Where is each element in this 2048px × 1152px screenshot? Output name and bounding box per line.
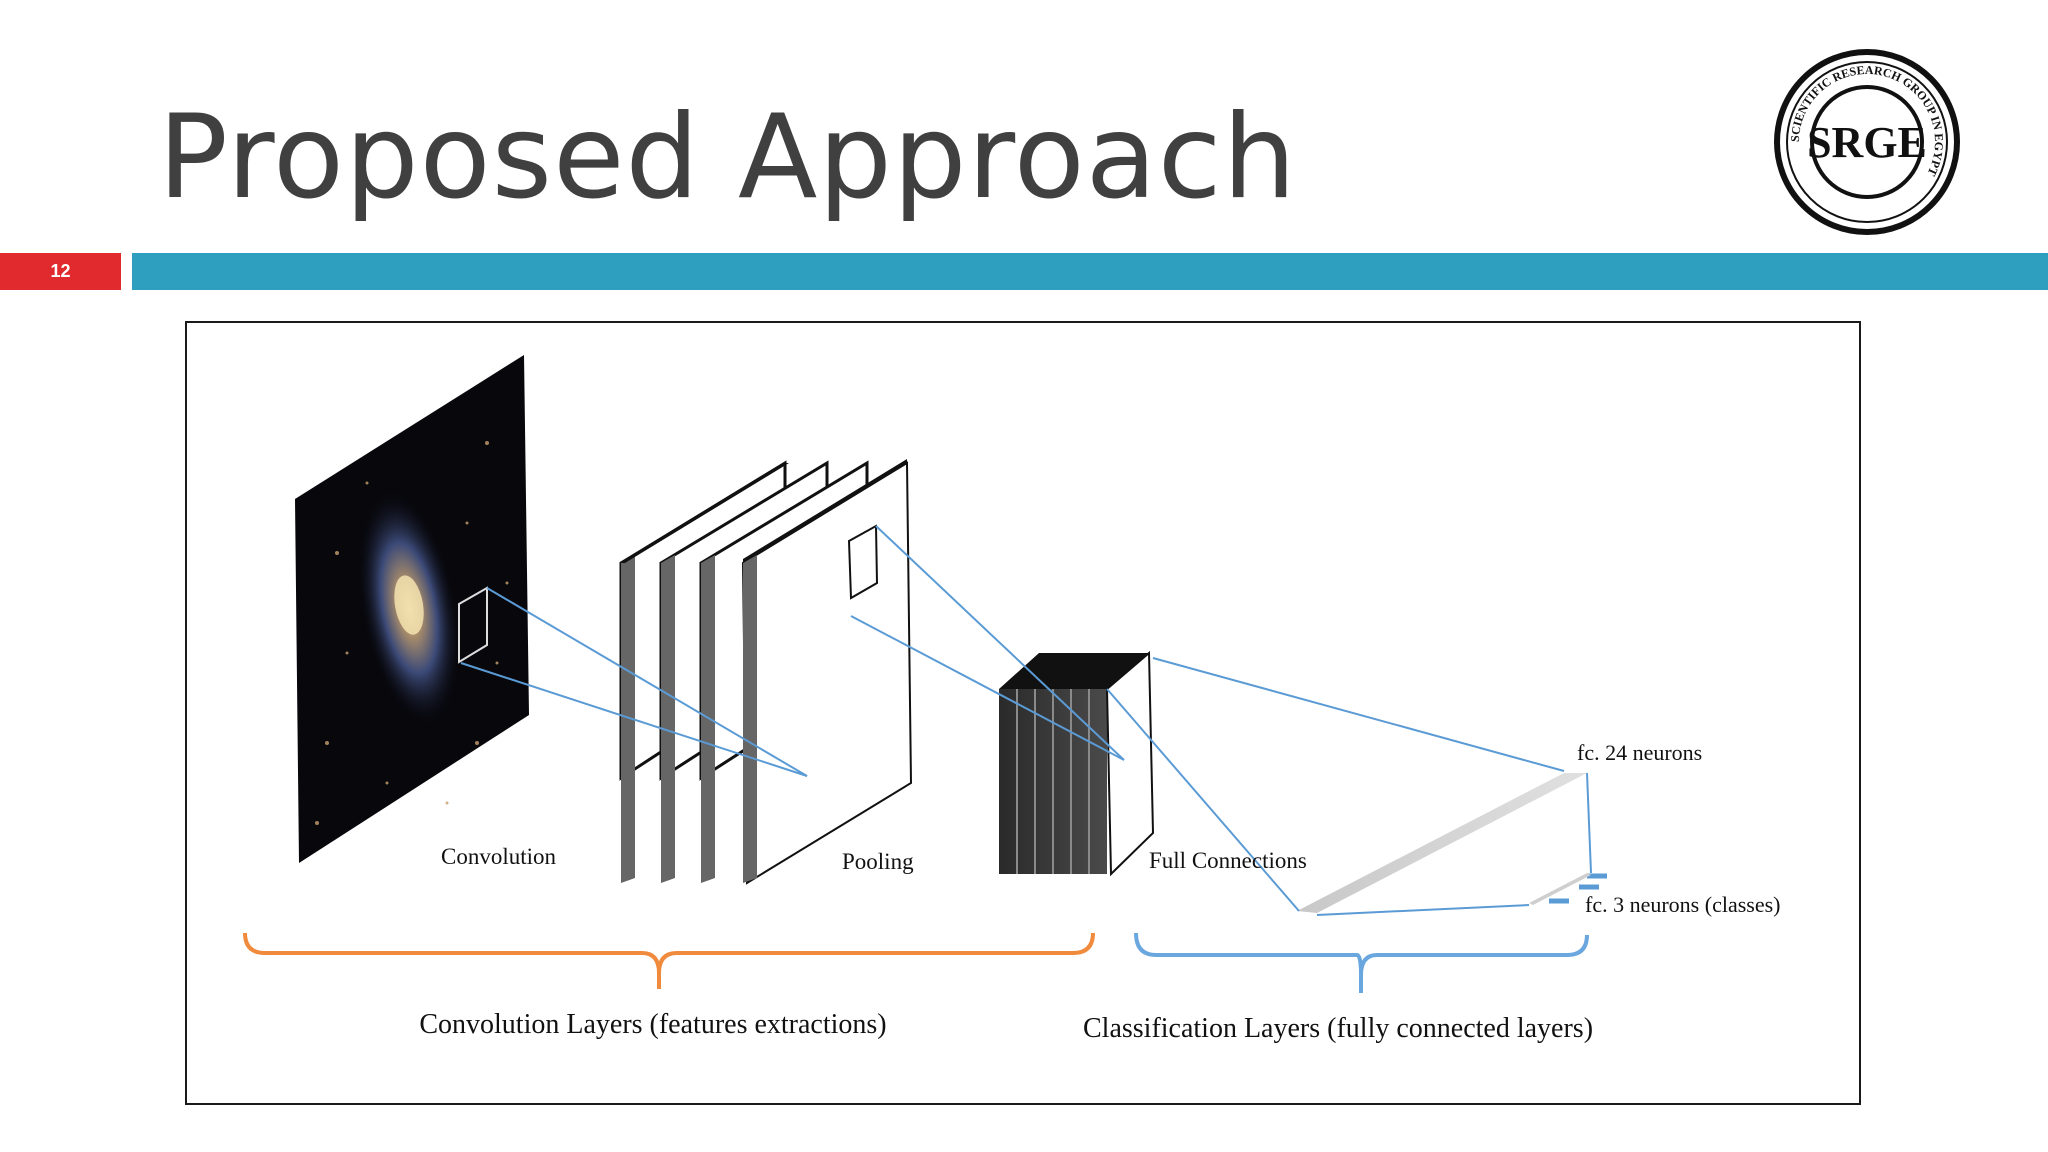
label-convolution-layers: Convolution Layers (features extractions… bbox=[419, 1009, 886, 1040]
header-accent-bar bbox=[132, 253, 2048, 290]
fc-3-neurons-layer bbox=[1529, 873, 1607, 905]
fc-24-neurons-layer bbox=[1297, 773, 1587, 913]
logo-text: SRGE bbox=[1807, 118, 1927, 167]
page-number: 12 bbox=[50, 261, 71, 281]
srge-logo: SCIENTIFIC RESEARCH GROUP IN EGYPT SRGE bbox=[1772, 47, 1962, 237]
page-number-bar bbox=[0, 253, 121, 290]
convolution-feature-maps bbox=[619, 459, 913, 885]
label-convolution: Convolution bbox=[441, 844, 557, 869]
classification-layers-brace bbox=[1134, 932, 1589, 993]
label-fc-24: fc. 24 neurons bbox=[1577, 740, 1702, 765]
cnn-architecture-figure: Convolution Pooling Full Connections fc.… bbox=[185, 321, 1861, 1105]
input-galaxy-image bbox=[295, 355, 529, 863]
convolution-layers-brace bbox=[243, 932, 1095, 989]
slide-title: Proposed Approach bbox=[158, 90, 1298, 225]
label-classification-layers: Classification Layers (fully connected l… bbox=[1083, 1013, 1593, 1044]
pooling-cube bbox=[999, 650, 1155, 877]
label-full-connections: Full Connections bbox=[1149, 848, 1307, 873]
connector-lines bbox=[460, 525, 1592, 916]
label-pooling: Pooling bbox=[842, 849, 914, 874]
label-fc-3: fc. 3 neurons (classes) bbox=[1585, 892, 1781, 917]
